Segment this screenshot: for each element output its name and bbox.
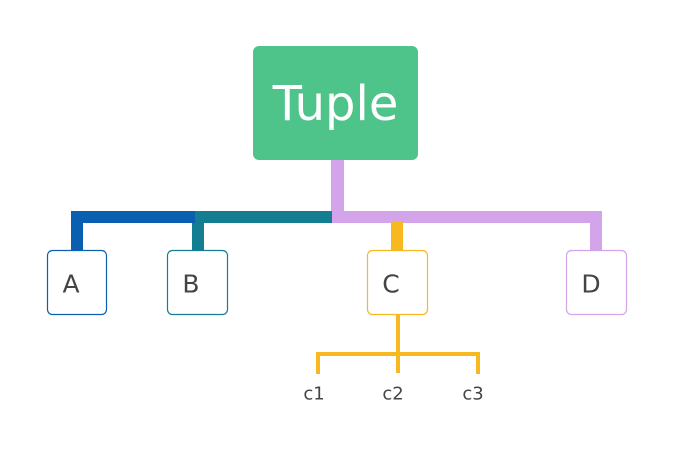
connector-a-drop: [71, 211, 83, 251]
child-node-b-box: [166, 249, 229, 316]
connectors: [71, 158, 602, 374]
grandchild-c1-label: c1: [303, 384, 324, 405]
child-node-d-label: D: [581, 270, 600, 299]
connector-c1-drop: [316, 352, 320, 374]
child-node-a-box: [46, 249, 108, 316]
child-node-c: C: [366, 249, 429, 316]
grandchild-c3-label: c3: [462, 384, 483, 405]
child-node-b-label: B: [182, 270, 199, 299]
connector-c-bar: [316, 352, 480, 356]
connector-c-drop: [391, 222, 403, 251]
root-node: Tuple: [253, 46, 418, 160]
connector-a-bar: [71, 211, 195, 223]
connector-c3-drop: [476, 352, 480, 374]
root-node-label: Tuple: [272, 76, 399, 132]
child-node-d-box: [565, 249, 628, 316]
connector-d-drop: [590, 211, 602, 251]
grandchild-nodes: c1 c2 c3: [303, 384, 483, 405]
child-node-b: B: [166, 249, 229, 316]
child-node-c-label: C: [382, 270, 399, 299]
child-node-c-box: [366, 249, 429, 316]
child-node-a-label: A: [62, 270, 79, 299]
connector-c-stem: [396, 315, 400, 373]
connector-b-bar: [192, 211, 332, 223]
root-node-box: [253, 46, 418, 160]
child-node-a: A: [46, 249, 108, 316]
connector-root-stem: [331, 158, 344, 218]
child-node-d: D: [565, 249, 628, 316]
grandchild-c2-label: c2: [382, 384, 403, 405]
connector-d-bar: [331, 211, 602, 223]
